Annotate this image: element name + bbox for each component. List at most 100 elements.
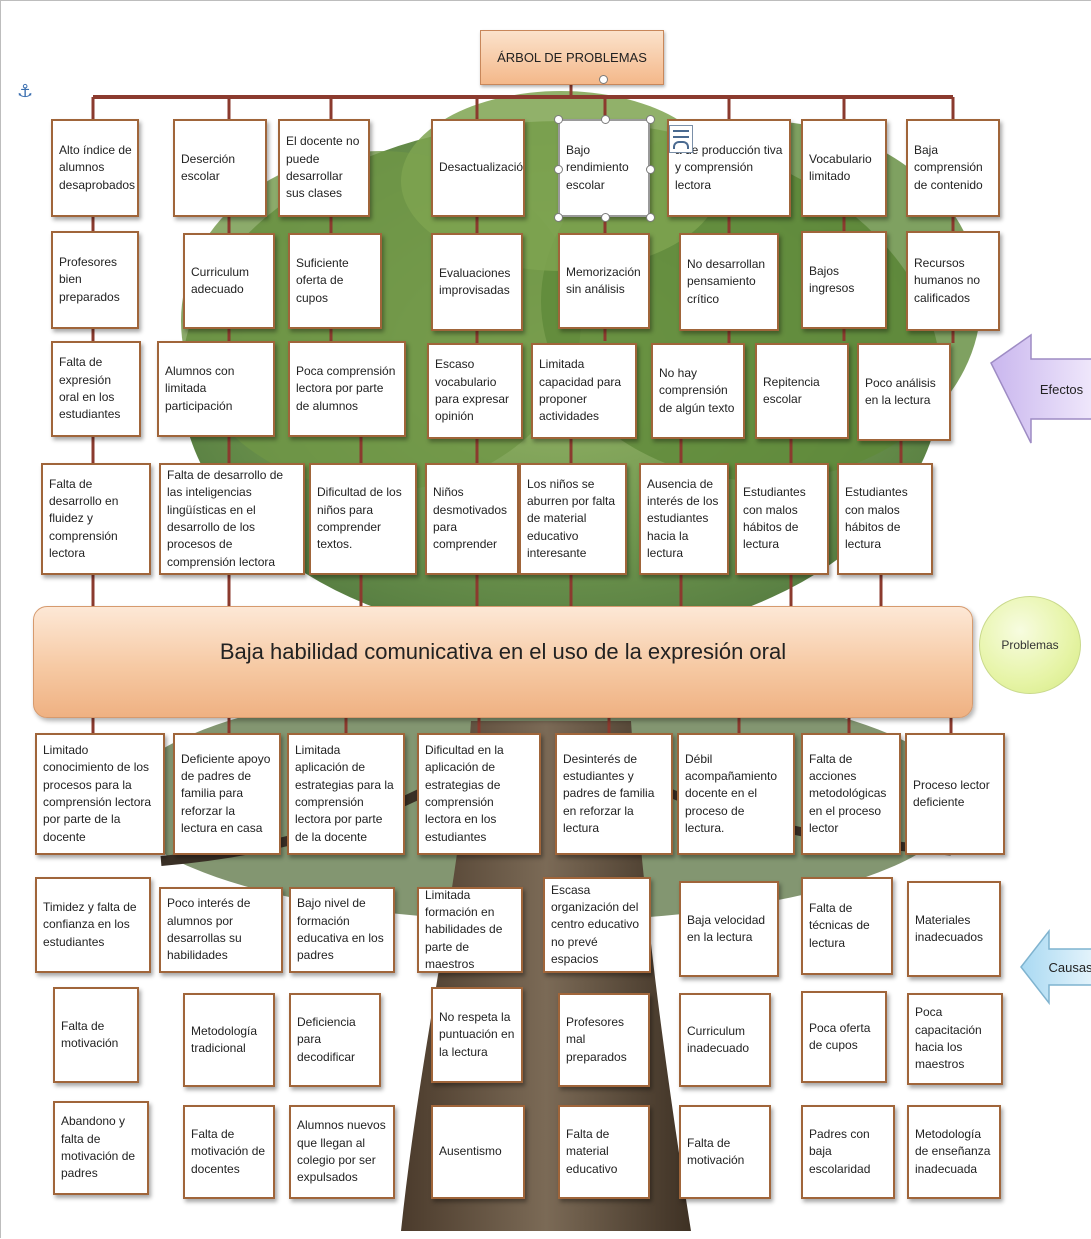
problemas-circle[interactable]: Problemas [979, 596, 1081, 694]
effect-text: Dificultad de los niños para comprender … [317, 485, 402, 552]
effect-box[interactable]: Desactualización [431, 119, 525, 217]
effect-box[interactable]: Alto índice de alumnos desaprobados [51, 119, 139, 217]
effect-box[interactable]: Ausencia de interés de los estudiantes h… [639, 463, 729, 575]
effect-box[interactable]: Alumnos con limitada participación [157, 341, 275, 437]
cause-box[interactable]: Falta de material educativo [558, 1105, 650, 1199]
selection-handle[interactable] [554, 115, 563, 124]
cause-text: Profesores mal preparados [566, 1014, 627, 1064]
cause-box[interactable]: Proceso lector deficiente [905, 733, 1005, 855]
effect-box[interactable]: Deserción escolar [173, 119, 267, 217]
cause-box[interactable]: Baja velocidad en la lectura [679, 881, 779, 977]
efectos-label: Efectos [1039, 381, 1084, 397]
cause-box[interactable]: Metodología tradicional [183, 993, 275, 1087]
cause-box[interactable]: Falta de motivación de docentes [183, 1105, 275, 1199]
cause-text: Desinterés de estudiantes y padres de fa… [563, 751, 655, 836]
cause-box[interactable]: Limitado conocimiento de los procesos pa… [35, 733, 165, 855]
cause-box[interactable]: Bajo nivel de formación educativa en los… [289, 887, 395, 973]
cause-box[interactable]: Alumnos nuevos que llegan al colegio por… [289, 1105, 395, 1199]
effect-box[interactable]: Repitencia escolar [755, 343, 849, 439]
cause-text: Abandono y falta de motivación de padres [61, 1114, 136, 1181]
cause-box[interactable]: Timidez y falta de confianza en los estu… [35, 877, 151, 973]
effect-text: Alumnos con limitada participación [165, 363, 235, 413]
cause-text: Metodología de enseñanza inadecuada [915, 1126, 991, 1176]
effect-box[interactable]: Profesores bien preparados [51, 231, 139, 329]
cause-box[interactable]: Ausentismo [431, 1105, 525, 1199]
effect-box[interactable]: No hay comprensión de algún texto [651, 343, 745, 439]
layout-options-icon[interactable] [669, 125, 693, 153]
cause-text: Alumnos nuevos que llegan al colegio por… [297, 1118, 386, 1185]
effect-box[interactable]: No desarrollan pensamiento crítico [679, 233, 779, 331]
effect-box[interactable]: Estudiantes con malos hábitos de lectura [837, 463, 933, 575]
cause-box[interactable]: Deficiente apoyo de padres de familia pa… [173, 733, 281, 855]
effect-box[interactable]: Niños desmotivados para comprender [425, 463, 519, 575]
effect-box[interactable]: Estudiantes con malos hábitos de lectura [735, 463, 829, 575]
cause-text: Falta de motivación [687, 1135, 745, 1167]
selection-handle[interactable] [646, 165, 655, 174]
cause-box[interactable]: Abandono y falta de motivación de padres [53, 1101, 149, 1195]
cause-box[interactable]: No respeta la puntuación en la lectura [431, 987, 523, 1083]
cause-box[interactable]: Débil acompañamiento docente en el proce… [677, 733, 795, 855]
cause-box[interactable]: Padres con baja escolaridad [801, 1105, 895, 1199]
cause-box[interactable]: Falta de acciones metodológicas en el pr… [801, 733, 901, 855]
cause-box[interactable]: Poco interés de alumnos por desarrollas … [159, 887, 283, 973]
effect-box[interactable]: Memorización sin análisis [558, 233, 650, 329]
causas-arrow[interactable]: Causas [1048, 949, 1091, 985]
effect-box-selected[interactable]: Bajo rendimiento escolar [558, 119, 650, 217]
effect-box[interactable]: Limitada capacidad para proponer activid… [531, 343, 637, 439]
effect-box[interactable]: Falta de expresión oral en los estudiant… [51, 341, 141, 437]
effect-box[interactable]: Recursos humanos no calificados [906, 231, 1000, 331]
effect-text: El docente no puede desarrollar sus clas… [286, 134, 360, 201]
cause-box[interactable]: Limitada aplicación de estrategias para … [287, 733, 405, 855]
cause-box[interactable]: Falta de técnicas de lectura [801, 877, 893, 975]
cause-text: Materiales inadecuados [915, 912, 984, 944]
cause-box[interactable]: Poca capacitación hacia los maestros [907, 993, 1003, 1085]
effect-box[interactable]: Dificultad de los niños para comprender … [309, 463, 417, 575]
selection-handle[interactable] [646, 213, 655, 222]
effect-box[interactable]: Bajos ingresos [801, 231, 887, 329]
effect-box[interactable]: Vocabulario limitado [801, 119, 887, 217]
cause-box[interactable]: Profesores mal preparados [558, 993, 650, 1087]
cause-box[interactable]: Materiales inadecuados [907, 881, 1001, 977]
problemas-label: Problemas [1001, 638, 1059, 652]
diagram-title-text: ÁRBOL DE PROBLEMAS [497, 50, 647, 65]
cause-box[interactable]: Desinterés de estudiantes y padres de fa… [555, 733, 673, 855]
cause-box[interactable]: Limitada formación en habilidades de par… [417, 887, 523, 973]
selection-handle[interactable] [601, 115, 610, 124]
cause-text: Padres con baja escolaridad [809, 1126, 871, 1176]
effect-box[interactable]: Suficiente oferta de cupos [288, 233, 382, 329]
cause-box[interactable]: Poca oferta de cupos [801, 991, 887, 1083]
cause-box[interactable]: Curriculum inadecuado [679, 993, 771, 1087]
effect-box[interactable]: Falta de desarrollo de las inteligencias… [159, 463, 305, 575]
selection-handle[interactable] [554, 213, 563, 222]
effect-text: Ausencia de interés de los estudiantes h… [647, 476, 719, 561]
effect-box[interactable]: Curriculum adecuado [183, 233, 275, 329]
effect-box[interactable]: El docente no puede desarrollar sus clas… [278, 119, 370, 217]
diagram-title[interactable]: ÁRBOL DE PROBLEMAS [480, 30, 664, 85]
selection-handle[interactable] [601, 213, 610, 222]
cause-box[interactable]: Escasa organización del centro educativo… [543, 877, 651, 973]
effect-box[interactable]: Evaluaciones improvisadas [431, 233, 523, 331]
effect-box[interactable]: Poca comprensión lectora por parte de al… [288, 341, 406, 437]
cause-text: Timidez y falta de confianza en los estu… [43, 899, 137, 949]
cause-box[interactable]: Falta de motivación [53, 987, 139, 1083]
rotate-handle[interactable] [599, 75, 608, 84]
effect-box[interactable]: Poco análisis en la lectura [857, 343, 951, 441]
cause-box[interactable]: Deficiencia para decodificar [289, 993, 381, 1087]
cause-box[interactable]: Dificultad en la aplicación de estrategi… [417, 733, 541, 855]
cause-box[interactable]: Falta de motivación [679, 1105, 771, 1199]
effect-text: Recursos humanos no calificados [914, 255, 981, 305]
effect-box[interactable]: Escaso vocabulario para expresar opinión [427, 343, 523, 439]
cause-text: Ausentismo [439, 1144, 502, 1159]
effect-text: Falta de desarrollo en fluidez y compren… [49, 476, 119, 561]
effect-box[interactable]: a de producción tiva y comprensión lecto… [667, 119, 791, 217]
cause-box[interactable]: Metodología de enseñanza inadecuada [907, 1105, 1001, 1199]
efectos-arrow[interactable]: Efectos [1031, 359, 1091, 419]
selection-handle[interactable] [646, 115, 655, 124]
effect-text: Deserción escolar [181, 151, 236, 183]
effect-box[interactable]: Baja comprensión de contenido [906, 119, 1000, 217]
effect-box[interactable]: Los niños se aburren por falta de materi… [519, 463, 627, 575]
main-problem-bar[interactable]: Baja habilidad comunicativa en el uso de… [33, 606, 973, 718]
selection-handle[interactable] [554, 165, 563, 174]
cause-text: Poca capacitación hacia los maestros [915, 1005, 982, 1072]
effect-box[interactable]: Falta de desarrollo en fluidez y compren… [41, 463, 151, 575]
